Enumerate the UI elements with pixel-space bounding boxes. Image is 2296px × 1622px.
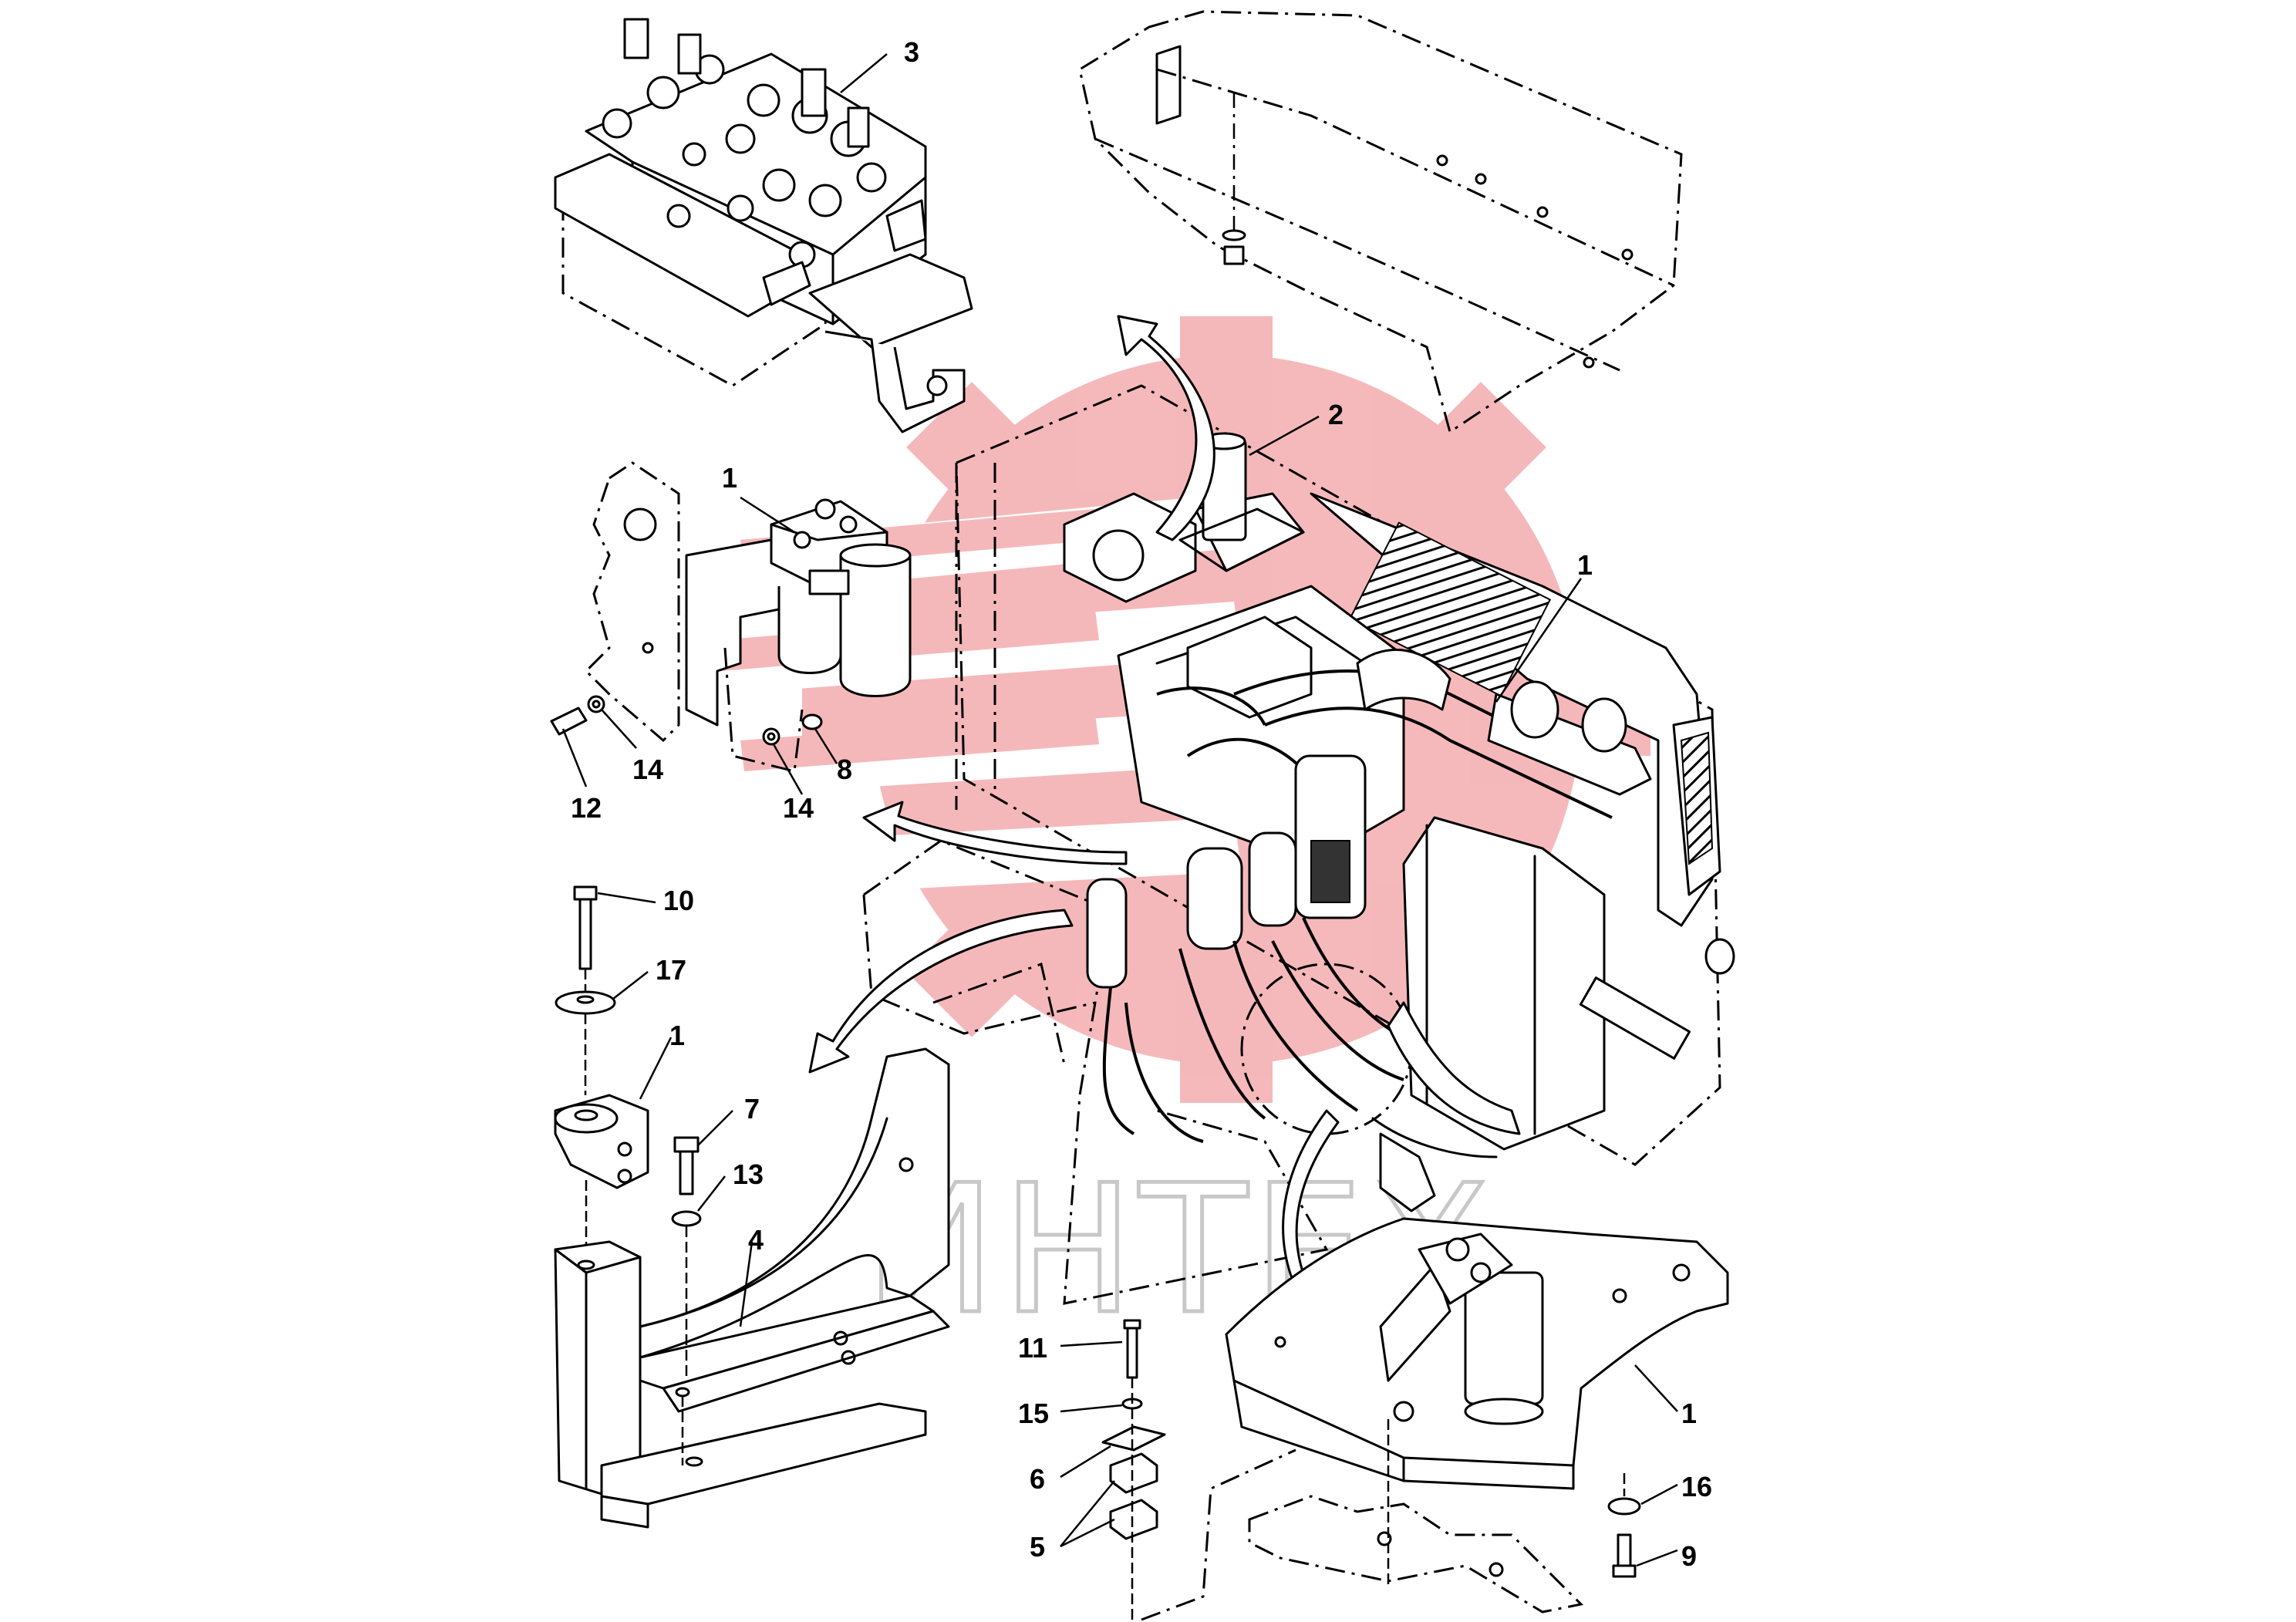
callout-1-filter: 1 [722,462,737,494]
callout-14-mid: 14 [783,792,814,824]
callout-2: 2 [1328,399,1344,430]
callout-15: 15 [1018,1398,1049,1429]
callout-1-engine: 1 [1577,549,1593,581]
callout-16: 16 [1681,1471,1712,1502]
direction-arrows [808,315,1340,1313]
fuel-filter-assembly [550,461,912,773]
leader-lines [561,53,1678,1567]
callout-1-bracket: 1 [1681,1398,1697,1429]
callout-labels: 3 2 1 1 14 12 14 8 10 17 1 7 13 4 11 15 … [571,36,1712,1572]
callout-7: 7 [744,1093,760,1125]
callout-17: 17 [656,954,686,986]
callout-14-left: 14 [632,754,663,785]
callout-10: 10 [663,885,694,916]
callout-12: 12 [571,792,602,824]
callout-3: 3 [904,36,919,68]
callout-4: 4 [748,1224,764,1256]
hydraulic-valve-block [554,18,973,433]
callout-9: 9 [1681,1540,1697,1572]
callout-11: 11 [1018,1332,1047,1364]
callout-5: 5 [1030,1531,1045,1563]
callout-1-mount: 1 [669,1020,685,1051]
chassis-frame-top [1078,10,1683,434]
engine-mount-and-bracket [554,885,950,1529]
lower-right-bracket [1225,1217,1729,1614]
callout-6: 6 [1030,1463,1045,1495]
small-hardware-stack [1101,1319,1296,1621]
callout-13: 13 [733,1158,764,1190]
callout-8: 8 [837,754,852,785]
